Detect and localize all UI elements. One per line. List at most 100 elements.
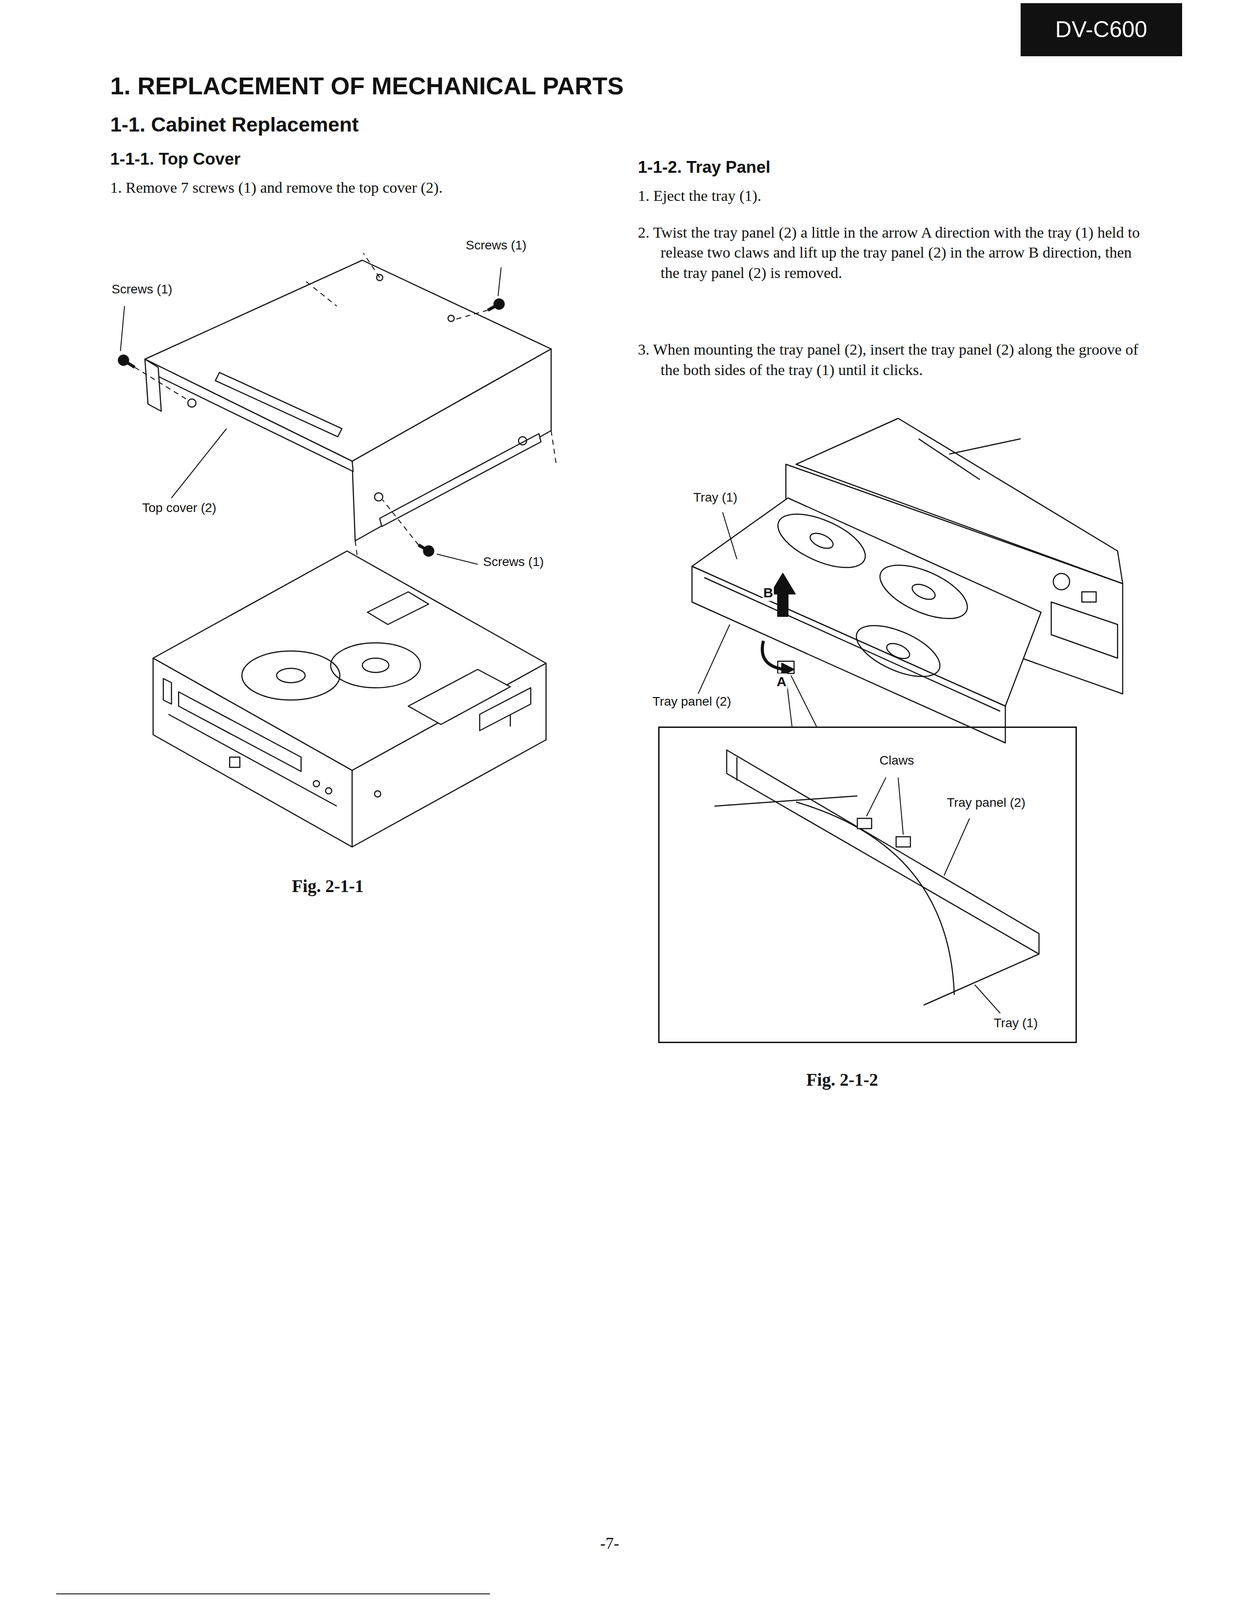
chassis-drawing xyxy=(352,663,547,848)
inset-drawing xyxy=(714,750,1040,1014)
inset-drawing xyxy=(923,954,1039,1006)
chassis-drawing xyxy=(163,678,172,705)
top-cover-drawing xyxy=(187,399,196,408)
leader-line xyxy=(171,428,227,499)
chassis-drawing xyxy=(313,780,320,788)
dashed-guide xyxy=(382,500,419,546)
dashed-guide xyxy=(455,310,489,320)
arrow-symbol xyxy=(762,640,784,670)
figure-caption: Fig. 2-1-2 xyxy=(806,1069,879,1091)
inset-drawing xyxy=(898,777,904,836)
instruction-step: 1. Eject the tray (1). xyxy=(637,185,1151,207)
part-label: Tray (1) xyxy=(692,489,739,505)
instruction-step: 1. Remove 7 screws (1) and remove the to… xyxy=(110,178,443,197)
chassis-drawing xyxy=(276,668,306,684)
top-cover-drawing xyxy=(379,433,542,527)
tray-unit-drawing xyxy=(949,439,1022,455)
arrow-letter: A xyxy=(775,673,788,690)
tray-unit-drawing xyxy=(1051,602,1118,659)
part-label: Tray panel (2) xyxy=(651,694,733,709)
section-heading: 1-1. Cabinet Replacement xyxy=(110,112,359,137)
screw-symbol xyxy=(418,545,430,552)
instruction-step: 3. When mounting the tray panel (2), ins… xyxy=(637,339,1151,381)
detail-inset: ClawsTray panel (2) Tray (1) xyxy=(658,726,1077,1044)
leader-line xyxy=(436,554,478,565)
inset-drawing xyxy=(736,757,738,782)
chassis-drawing xyxy=(374,791,382,798)
tray-unit-drawing xyxy=(770,503,873,579)
chassis-drawing xyxy=(229,757,240,768)
inset-drawing xyxy=(896,836,911,848)
part-label: Screws (1) xyxy=(464,237,529,253)
tray-unit-drawing xyxy=(704,577,1001,712)
footer-rule xyxy=(56,1593,490,1595)
instruction-step: 2. Twist the tray panel (2) a little in … xyxy=(637,222,1151,284)
tray-unit-drawing xyxy=(1081,591,1097,603)
dashed-guide xyxy=(306,281,338,307)
part-label: Screws (1) xyxy=(481,554,546,570)
tray-unit-drawing xyxy=(872,554,975,630)
screw-symbol xyxy=(123,360,135,368)
inset-drawing xyxy=(796,802,955,996)
tray-unit-drawing xyxy=(884,640,912,662)
dashed-guide xyxy=(551,430,557,465)
screw-symbol xyxy=(118,298,505,557)
tray-unit-drawing xyxy=(692,418,1124,744)
part-label: Tray panel (2) xyxy=(945,795,1027,811)
inset-drawing xyxy=(726,750,1040,955)
leader-line xyxy=(498,267,502,297)
leader-line xyxy=(722,512,738,560)
top-cover-drawing xyxy=(352,349,552,542)
tray-unit-drawing xyxy=(909,581,938,603)
top-cover-drawing xyxy=(374,493,383,502)
arrow-letter: B xyxy=(762,584,775,601)
tray-unit-drawing xyxy=(918,439,980,480)
chassis-drawing xyxy=(153,551,547,848)
model-badge: DV-C600 xyxy=(1020,3,1183,57)
inset-drawing xyxy=(857,818,872,830)
tray-unit-drawing xyxy=(849,615,948,688)
part-label: Top cover (2) xyxy=(141,500,218,516)
dashed-guide xyxy=(355,541,358,557)
screw-symbol xyxy=(488,304,500,311)
page-number: -7- xyxy=(600,1534,620,1554)
dashed-guide xyxy=(134,367,188,401)
inset-drawing xyxy=(866,777,886,817)
dashed-guide xyxy=(134,253,557,557)
inset-drawing xyxy=(974,984,1001,1014)
part-label: Tray (1) xyxy=(992,1016,1040,1031)
dashed-guide xyxy=(363,253,380,278)
chassis-drawing xyxy=(479,688,532,732)
chassis-drawing xyxy=(330,643,421,689)
chassis-drawing xyxy=(325,787,333,795)
part-label: Screws (1) xyxy=(110,281,174,297)
chassis-drawing xyxy=(362,658,390,673)
leader-line xyxy=(120,267,502,565)
leader-line xyxy=(698,624,730,695)
leader-line xyxy=(120,306,125,352)
chassis-drawing xyxy=(509,714,511,727)
top-cover-drawing xyxy=(145,359,162,412)
top-cover-drawing xyxy=(145,260,552,542)
chassis-drawing xyxy=(178,692,302,773)
chassis-drawing xyxy=(168,714,337,807)
top-cover-drawing xyxy=(145,359,354,472)
chassis-drawing xyxy=(153,658,353,847)
part-label: Claws xyxy=(878,753,916,768)
subsection-heading: 1-1-1. Top Cover xyxy=(110,149,241,170)
arrow-symbol xyxy=(770,573,796,617)
page-heading: 1. REPLACEMENT OF MECHANICAL PARTS xyxy=(110,71,624,101)
subsection-heading: 1-1-2. Tray Panel xyxy=(637,157,771,178)
inset-drawing xyxy=(943,818,970,876)
model-name: DV-C600 xyxy=(1055,16,1148,43)
top-cover-drawing xyxy=(215,372,343,437)
top-cover-drawing xyxy=(448,315,455,322)
chassis-drawing xyxy=(408,669,511,725)
figure-caption: Fig. 2-1-1 xyxy=(292,875,364,897)
arrow-symbol xyxy=(762,573,795,676)
tray-unit-drawing xyxy=(1053,573,1070,591)
footer-rule xyxy=(56,1593,490,1595)
inset-drawing xyxy=(714,796,858,807)
tray-unit-drawing xyxy=(692,566,1006,744)
